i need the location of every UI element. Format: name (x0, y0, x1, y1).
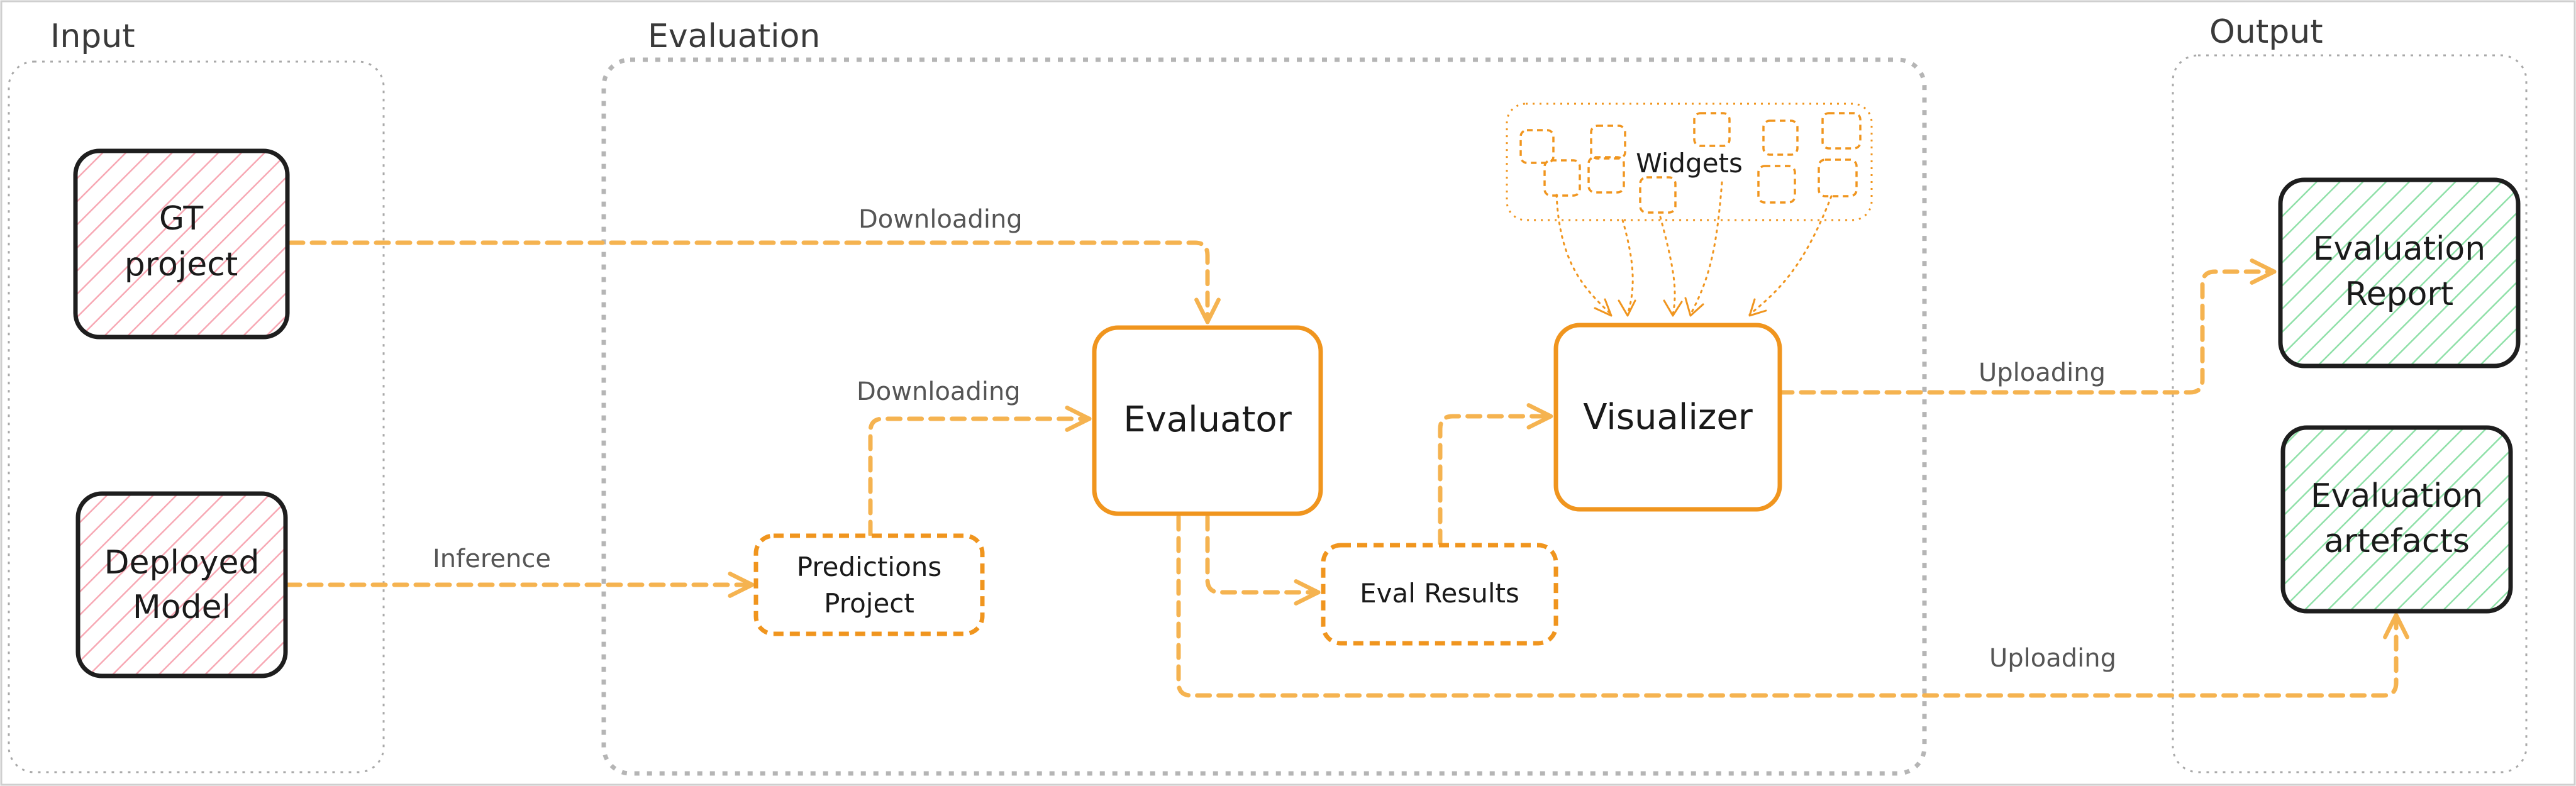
evaluator-label: Evaluator (1123, 399, 1292, 440)
gt-project-box (73, 148, 290, 340)
widgets-cluster: Widgets (1506, 102, 1873, 317)
evaluation-report-box (2278, 177, 2521, 368)
widget-connector-arrows (1594, 297, 1767, 317)
widget-tile (1639, 176, 1677, 214)
evaluator-box (1092, 325, 1323, 516)
output-group-title: Output (2209, 13, 2323, 51)
widgets-container (1506, 102, 1873, 221)
evaluation-group-border (601, 57, 1927, 776)
deployed-model-box (75, 491, 288, 678)
edge-predictions-to-evaluator (868, 406, 1092, 537)
eval-results-box (1321, 543, 1558, 646)
edge-label-predictions-downloading: Downloading (857, 377, 1021, 406)
evaluation-artefacts-label-line2: artefacts (2324, 523, 2470, 560)
widget-connector (1621, 219, 1634, 316)
evaluation-artefacts-label-line1: Evaluation (2311, 477, 2483, 515)
eval-results-label: Eval Results (1360, 578, 1519, 609)
gt-project-label-line2: project (125, 246, 238, 284)
edge-evaluator-to-eval-results (1205, 514, 1321, 606)
widget-tile (1543, 159, 1581, 197)
predictions-project-label-line1: Predictions (797, 551, 942, 582)
evaluation-report-label-line2: Report (2345, 275, 2453, 313)
deployed-model-node: Deployed Model (75, 491, 288, 678)
eval-results-node: Eval Results (1321, 543, 1558, 646)
widget-tile (1821, 112, 1862, 150)
output-group: Output (2172, 13, 2528, 773)
arrow-head-icon (1618, 299, 1636, 317)
output-group-border (2172, 54, 2528, 773)
arrow-head-icon (1748, 298, 1767, 317)
edge-eval-results-to-visualizer (1438, 403, 1553, 546)
arrow-head-icon (1594, 298, 1613, 317)
input-group: Input (8, 18, 385, 773)
widget-connector (1659, 216, 1676, 316)
widget-connector (1689, 181, 1723, 316)
evaluation-artefacts-node: Evaluation artefacts (2280, 425, 2513, 614)
visualizer-box (1553, 323, 1782, 512)
edges (285, 240, 2409, 698)
visualizer-label: Visualizer (1583, 397, 1753, 438)
edge-label-report-uploading: Uploading (1979, 358, 2106, 387)
evaluation-group-title: Evaluation (648, 18, 820, 55)
widget-tile (1693, 112, 1731, 147)
deployed-model-label-line1: Deployed (104, 544, 259, 582)
widget-tile (1762, 119, 1799, 156)
widget-tiles (1519, 112, 1862, 214)
widget-tile (1519, 129, 1555, 164)
predictions-project-box (753, 533, 985, 636)
widget-tile (1590, 125, 1626, 160)
widget-connector (1748, 195, 1833, 316)
widget-connectors (1555, 181, 1833, 316)
widget-tile (1757, 165, 1796, 204)
gt-project-node: GT project (73, 148, 290, 340)
evaluator-node: Evaluator (1092, 325, 1323, 516)
predictions-project-label-line2: Project (824, 588, 914, 619)
edge-labels: Downloading Downloading Inference Upload… (433, 205, 2116, 673)
visualizer-node: Visualizer (1553, 323, 1782, 512)
evaluation-report-label-line1: Evaluation (2313, 230, 2485, 268)
widgets-label: Widgets (1636, 148, 1743, 179)
edge-gt-to-evaluator (288, 240, 1221, 324)
widget-tile (1818, 158, 1858, 197)
widget-tile (1587, 156, 1625, 194)
edge-visualizer-to-report (1777, 258, 2277, 395)
arrow-head-icon (1663, 299, 1683, 317)
edge-label-gt-downloading: Downloading (858, 205, 1023, 234)
evaluation-artefacts-box (2280, 425, 2513, 614)
edge-label-inference: Inference (433, 545, 551, 573)
input-group-border (8, 60, 385, 773)
evaluation-group: Evaluation (601, 18, 1927, 776)
gt-project-label-line1: GT (159, 200, 203, 238)
edge-evaluator-to-artefacts (1176, 514, 2409, 698)
input-group-title: Input (50, 18, 135, 55)
deployed-model-label-line2: Model (133, 589, 231, 626)
edge-label-artefacts-uploading: Uploading (1989, 644, 2116, 673)
widget-connector (1555, 194, 1613, 316)
arrow-head-icon (1684, 297, 1704, 317)
evaluation-report-node: Evaluation Report (2278, 177, 2521, 368)
predictions-project-node: Predictions Project (753, 533, 985, 636)
